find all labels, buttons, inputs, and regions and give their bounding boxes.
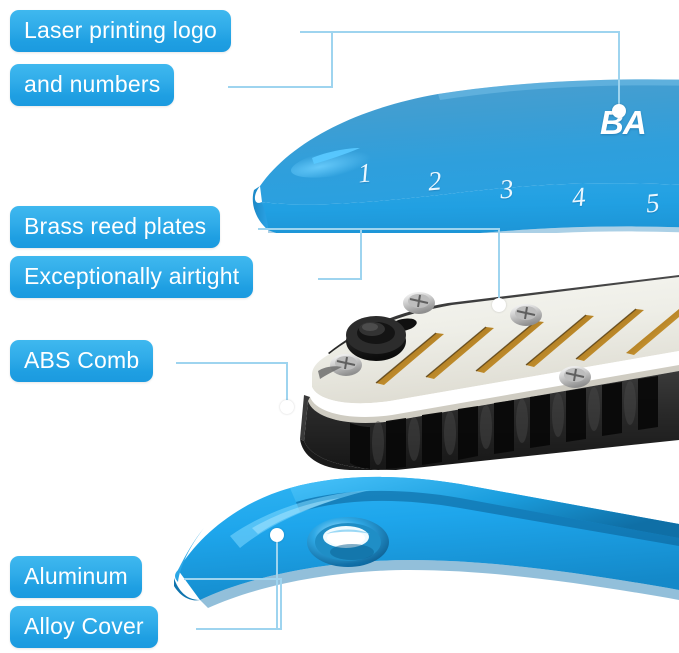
connector-abs-comb-dropline [286, 362, 288, 408]
marker-dot-abs-comb [280, 400, 294, 414]
callout-exceptionally-airtight[interactable]: Exceptionally airtight [10, 256, 254, 298]
connector-abs-comb-horizontal [176, 362, 287, 364]
callout-aluminum[interactable]: Aluminum [10, 556, 142, 598]
connector-reed-dropline [498, 228, 500, 306]
connector-bottom-group-vertical [280, 578, 282, 630]
callout-abs-comb[interactable]: ABS Comb [10, 340, 154, 382]
hole-number-2: 2 [426, 165, 443, 197]
hole-number-1: 1 [356, 157, 373, 189]
connector-top-group-vertical [331, 31, 333, 88]
marker-dot-reed-plate [492, 298, 506, 312]
connector-alloy-cover-horizontal [196, 628, 281, 630]
connector-and-numbers-horizontal [228, 86, 333, 88]
hole-number-3: 3 [498, 173, 515, 205]
harmonica-body-image [200, 255, 679, 470]
connector-laser-logo-horizontal [300, 31, 620, 33]
connector-airtight-horizontal [318, 278, 362, 280]
callout-brass-reed-plates[interactable]: Brass reed plates [10, 206, 221, 248]
bottom-alloy-cover-image [160, 450, 679, 635]
marker-dot-alloy-cover [270, 528, 284, 542]
callout-laser-printing-logo[interactable]: Laser printing logo [10, 10, 232, 52]
connector-aluminum-horizontal [184, 578, 281, 580]
hole-number-5: 5 [644, 187, 661, 219]
top-alloy-cover-image [228, 68, 679, 233]
connector-brass-reed-horizontal [258, 228, 500, 230]
connector-mid-group-vertical [360, 228, 362, 280]
callout-and-numbers[interactable]: and numbers [10, 64, 175, 106]
marker-dot-logo [612, 104, 626, 118]
connector-cover-dropline [276, 538, 278, 630]
connector-logo-dropline [618, 31, 620, 111]
hole-number-4: 4 [570, 181, 587, 213]
callout-alloy-cover[interactable]: Alloy Cover [10, 606, 158, 648]
